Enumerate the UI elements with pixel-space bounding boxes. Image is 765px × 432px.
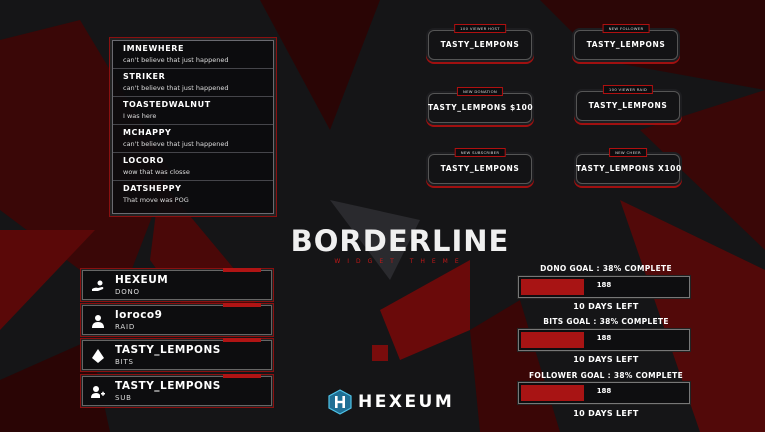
- chat-username: IMNEWHERE: [123, 44, 185, 53]
- alert-frame: [428, 154, 532, 184]
- alert-name: TASTY_LEMPONS: [586, 40, 666, 49]
- alert-tag: NEW CHEER: [609, 148, 647, 157]
- chat-message: LOCORO wow that was closse: [113, 153, 273, 181]
- event-type: DONO: [115, 288, 140, 296]
- chat-panel: IMNEWHERE can't believe that just happen…: [112, 40, 274, 214]
- hexeum-hex-logo-icon: [328, 389, 352, 415]
- alert-tag: NEW FOLLOWER: [602, 24, 650, 33]
- chat-message: DATSHEPPY That move was POG: [113, 181, 273, 209]
- alert-tag: NEW SUBSCRIBER: [454, 148, 506, 157]
- alert-raid: 100 VIEWER RAID TASTY_LEMPONS: [576, 85, 680, 121]
- chat-text: can't believe that just happened: [123, 140, 229, 148]
- event-accent: [223, 303, 261, 307]
- goal-days-left: 10 DAYS LEFT: [573, 302, 639, 311]
- chat-username: STRIKER: [123, 72, 166, 81]
- goal-progress-fill: [521, 332, 584, 348]
- event-name: HEXEUM: [115, 274, 169, 286]
- event-bits: TASTY_LEMPONS BITS: [82, 338, 272, 370]
- goal-label: FOLLOWER GOAL : 38% COMPLETE: [528, 371, 684, 380]
- chat-text: wow that was closse: [123, 168, 190, 176]
- event-type: RAID: [115, 323, 136, 331]
- goal-label: DONO GOAL : 38% COMPLETE: [540, 264, 672, 273]
- alert-frame: [576, 91, 680, 121]
- alert-tag: 100 VIEWER HOST: [454, 24, 506, 33]
- alert-tag: NEW DONATION: [456, 87, 504, 96]
- event-name: TASTY_LEMPONS: [115, 380, 221, 392]
- chat-text: I was here: [123, 112, 157, 120]
- alert-frame: [576, 154, 680, 184]
- event-type: BITS: [115, 358, 134, 366]
- goal-progress-bar: 188: [518, 276, 690, 298]
- alert-subscriber: NEW SUBSCRIBER TASTY_LEMPONS: [428, 148, 532, 184]
- event-accent: [223, 268, 261, 272]
- event-type: SUB: [115, 394, 132, 402]
- alert-host: 100 VIEWER HOST TASTY_LEMPONS: [428, 24, 532, 60]
- event-raid: loroco9 RAID: [82, 303, 272, 335]
- chat-username: LOCORO: [123, 156, 164, 165]
- event-name: loroco9: [115, 309, 163, 321]
- alert-name: TASTY_LEMPONS $100: [428, 103, 534, 112]
- alert-name: TASTY_LEMPONS X100: [576, 164, 682, 173]
- goal-progress-bar: 188: [518, 329, 690, 351]
- raid-group-icon: [92, 315, 104, 328]
- goal-progress-fill: [521, 279, 584, 295]
- hand-coin-icon: [92, 280, 104, 291]
- event-name: TASTY_LEMPONS: [115, 344, 221, 356]
- event-sub: TASTY_LEMPONS SUB: [82, 374, 272, 406]
- chat-message: TOASTEDWALNUT I was here: [113, 97, 273, 125]
- alert-frame: [428, 30, 532, 60]
- chat-username: MCHAPPY: [123, 128, 172, 137]
- goal-days-left: 10 DAYS LEFT: [573, 409, 639, 418]
- event-dono: HEXEUM DONO: [82, 268, 272, 300]
- chat-username: DATSHEPPY: [123, 184, 182, 193]
- chat-text: can't believe that just happened: [123, 84, 229, 92]
- chat-username: TOASTEDWALNUT: [123, 100, 211, 109]
- theme-title: BORDERLINE WIDGET THEME: [250, 225, 550, 267]
- event-accent: [223, 338, 261, 342]
- chat-text: That move was POG: [123, 196, 189, 204]
- page-title: BORDERLINE: [290, 224, 510, 258]
- bits-gem-icon: [92, 349, 104, 363]
- chat-text: can't believe that just happened: [123, 56, 229, 64]
- alert-name: TASTY_LEMPONS: [440, 164, 520, 173]
- alert-name: TASTY_LEMPONS: [588, 101, 668, 110]
- alert-tag: 100 VIEWER RAID: [602, 85, 654, 94]
- goal-value: 188: [596, 334, 612, 342]
- goal-progress-bar: 188: [518, 382, 690, 404]
- chat-message: IMNEWHERE can't believe that just happen…: [113, 41, 273, 69]
- goal-label: BITS GOAL : 38% COMPLETE: [543, 317, 669, 326]
- alert-donation: NEW DONATION TASTY_LEMPONS $100: [428, 87, 534, 123]
- chat-message: MCHAPPY can't believe that just happened: [113, 125, 273, 153]
- alert-follower: NEW FOLLOWER TASTY_LEMPONS: [574, 24, 678, 60]
- goal-progress-fill: [521, 385, 584, 401]
- chat-message: STRIKER can't believe that just happened: [113, 69, 273, 97]
- event-accent: [223, 374, 261, 378]
- alert-cheer: NEW CHEER TASTY_LEMPONS X100: [576, 148, 682, 184]
- page-subtitle: WIDGET THEME: [334, 258, 466, 265]
- alert-name: TASTY_LEMPONS: [440, 40, 520, 49]
- goal-value: 188: [596, 281, 612, 289]
- user-add-icon: [91, 386, 105, 398]
- goal-value: 188: [596, 387, 612, 395]
- goal-days-left: 10 DAYS LEFT: [573, 355, 639, 364]
- logo-text: HEXEUM: [358, 392, 455, 412]
